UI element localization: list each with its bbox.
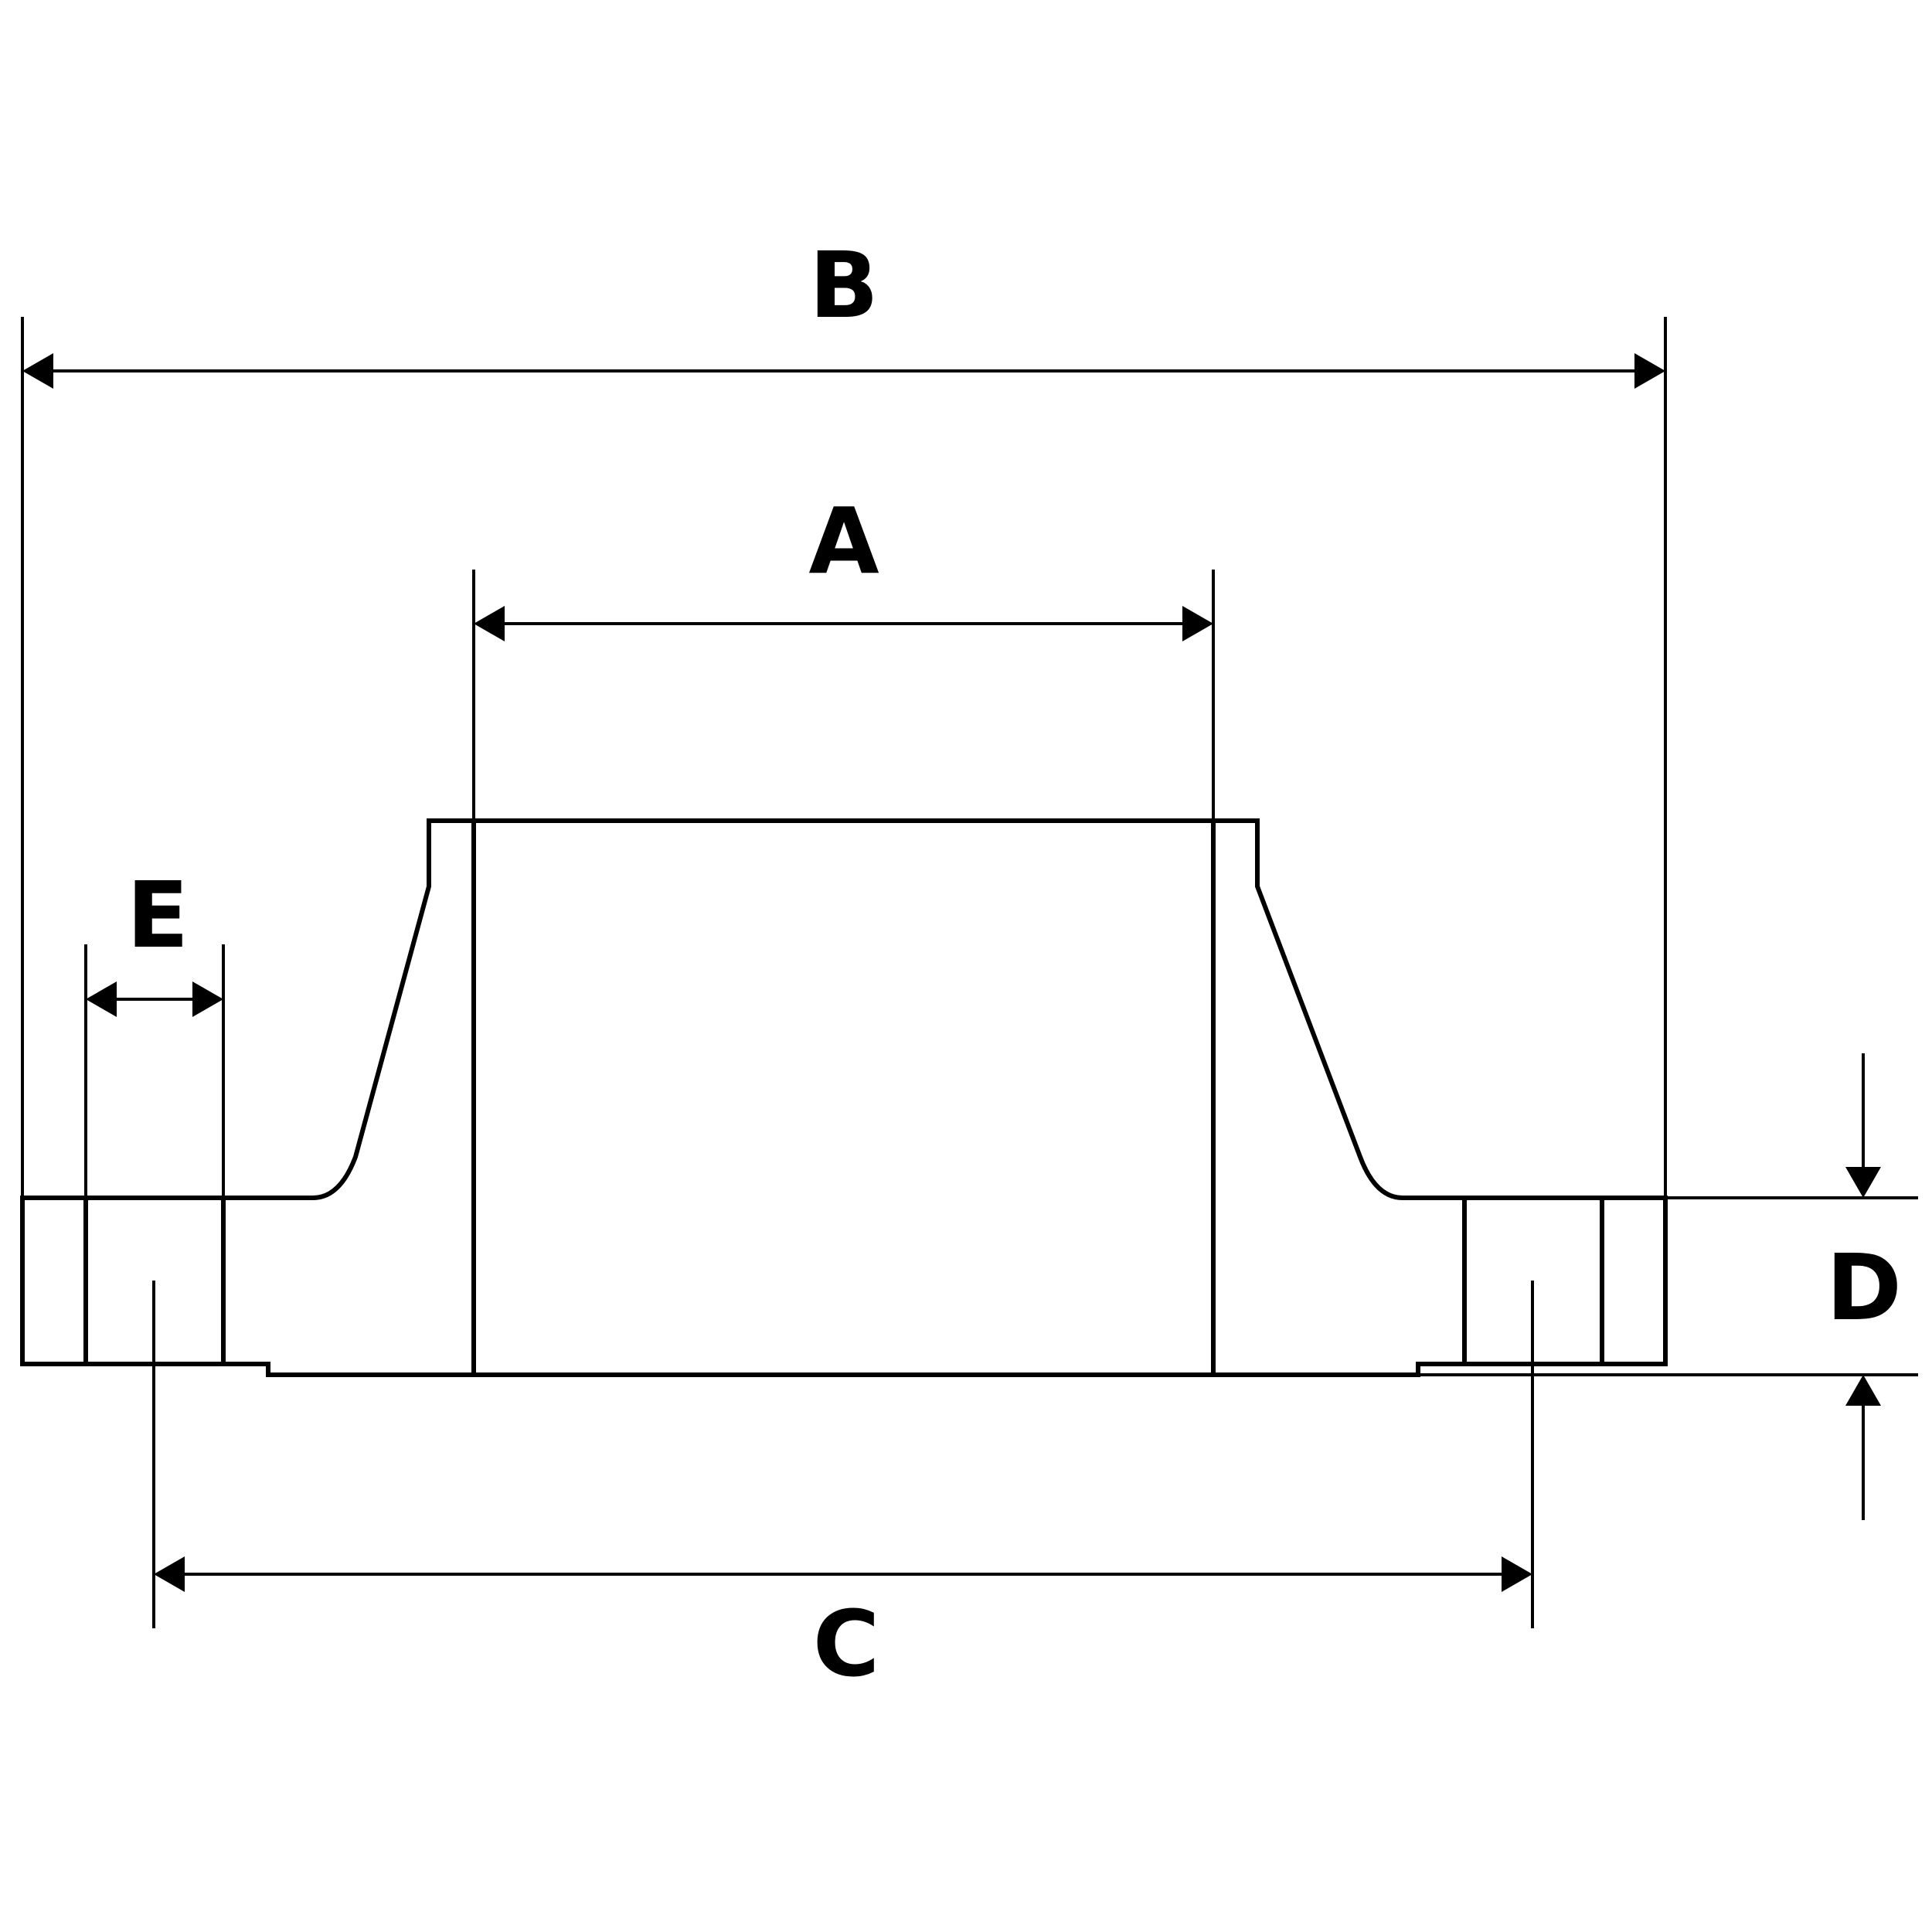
arrowhead-e-right [192, 981, 223, 1017]
arrowhead-b-right [1634, 353, 1665, 389]
label-a: A [808, 488, 879, 594]
dimension-c: C [152, 1281, 1534, 1697]
arrowhead-d-top [1845, 1167, 1881, 1198]
dimension-a: A [472, 488, 1215, 821]
flange-outline [20, 818, 1668, 1377]
label-b: B [809, 232, 879, 338]
label-c: C [813, 1590, 880, 1697]
dimension-b: B [21, 232, 1667, 1198]
flange-body [20, 818, 1668, 1377]
label-e: E [127, 862, 189, 968]
arrowhead-b-left [22, 353, 53, 389]
label-d: D [1826, 1234, 1902, 1341]
arrowhead-e-left [86, 981, 117, 1017]
arrowhead-a-left [474, 606, 505, 641]
arrowhead-c-right [1502, 1556, 1532, 1592]
dimension-d: D [1418, 1053, 1918, 1520]
arrowhead-d-bottom [1845, 1375, 1881, 1406]
arrowhead-c-left [154, 1556, 185, 1592]
dimension-e: E [84, 862, 225, 1198]
arrowhead-a-right [1182, 606, 1213, 641]
